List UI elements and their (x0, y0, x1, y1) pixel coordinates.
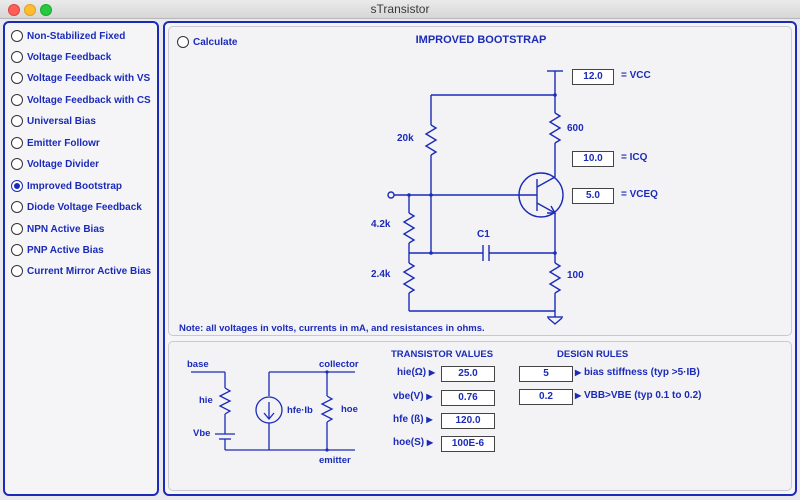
vbb-vbe-label: ▶ VBB>VBE (typ 0.1 to 0.2) (575, 390, 702, 401)
option-voltage-feedback-cs[interactable]: Voltage Feedback with CS (11, 92, 151, 108)
label-hoe: hoe (341, 404, 358, 415)
transistor-model-box: base collector emitter hie Vbe hfe·Ib ho… (168, 341, 792, 491)
option-label: Current Mirror Active Bias (27, 265, 152, 277)
resistor-4-2k (402, 212, 416, 244)
transistor-values-header: TRANSISTOR VALUES (391, 349, 494, 360)
label-base: base (187, 359, 209, 370)
title-bar: sTransistor (0, 0, 800, 19)
vbe-label: vbe(V) ▶ (393, 391, 433, 402)
design-rules-header: DESIGN RULES (557, 349, 629, 360)
vceq-label: = VCEQ (621, 189, 658, 200)
calculate-label: Calculate (193, 36, 238, 48)
icq-input[interactable]: 10.0 (572, 151, 614, 167)
label-c1: C1 (477, 229, 490, 240)
radio-button[interactable] (177, 36, 189, 48)
units-note: Note: all voltages in volts, currents in… (179, 323, 485, 334)
radio-button[interactable] (11, 51, 23, 63)
option-diode-voltage-feedback[interactable]: Diode Voltage Feedback (11, 199, 142, 215)
option-non-stabilized-fixed[interactable]: Non-Stabilized Fixed (11, 28, 125, 44)
hoe-input[interactable]: 100E-6 (441, 436, 495, 452)
label-hfe-ib: hfe·Ib (287, 405, 313, 416)
option-label: Universal Bias (27, 115, 96, 127)
radio-button[interactable] (11, 30, 23, 42)
icq-label: = ICQ (621, 152, 648, 163)
radio-button[interactable] (11, 158, 23, 170)
label-100: 100 (567, 270, 584, 281)
option-voltage-feedback-vs[interactable]: Voltage Feedback with VS (11, 70, 150, 86)
circuit-title: IMPROVED BOOTSTRAP (415, 34, 547, 46)
vbe-input[interactable]: 0.76 (441, 390, 495, 406)
circuit-diagram-box: Calculate IMPROVED BOOTSTRAP (168, 26, 792, 336)
vbb-vbe-input[interactable]: 0.2 (519, 389, 573, 405)
option-emitter-follower[interactable]: Emitter Followr (11, 135, 100, 151)
hfe-input[interactable]: 120.0 (441, 413, 495, 429)
window-title: sTransistor (370, 2, 430, 16)
option-label: Non-Stabilized Fixed (27, 30, 126, 42)
label-20k: 20k (397, 133, 414, 144)
option-label: Voltage Feedback with CS (27, 94, 151, 106)
radio-button[interactable] (11, 265, 23, 277)
hie-resistor (218, 387, 232, 415)
label-2-4k: 2.4k (371, 269, 391, 280)
option-improved-bootstrap[interactable]: Improved Bootstrap (11, 178, 122, 194)
radio-button[interactable] (11, 137, 23, 149)
label-vbe: Vbe (193, 428, 210, 439)
resistor-2-4k (402, 262, 416, 294)
label-collector: collector (319, 359, 359, 370)
option-label: Voltage Divider (27, 158, 100, 170)
bias-stiffness-input[interactable]: 5 (519, 366, 573, 382)
option-label: NPN Active Bias (27, 223, 105, 235)
option-label: Improved Bootstrap (27, 180, 123, 192)
radio-button[interactable] (11, 223, 23, 235)
option-label: Voltage Feedback with VS (27, 72, 151, 84)
input-terminal (387, 191, 395, 199)
vceq-input[interactable]: 5.0 (572, 188, 614, 204)
hoe-resistor (320, 395, 334, 423)
hoe-label: hoe(S) ▶ (393, 437, 434, 448)
radio-button[interactable] (11, 94, 23, 106)
option-label: Voltage Feedback (27, 51, 112, 63)
hie-input[interactable]: 25.0 (441, 366, 495, 382)
radio-button[interactable] (11, 244, 23, 256)
option-voltage-divider[interactable]: Voltage Divider (11, 156, 99, 172)
circuit-type-list: Non-Stabilized Fixed Voltage Feedback Vo… (3, 21, 159, 496)
label-4-2k: 4.2k (371, 219, 391, 230)
resistor-100 (548, 262, 562, 294)
option-current-mirror-active-bias[interactable]: Current Mirror Active Bias (11, 263, 151, 279)
circuit-schematic: 20k 600 4.2k 2.4k C1 100 (371, 70, 584, 325)
option-label: PNP Active Bias (27, 244, 104, 256)
radio-button[interactable] (11, 201, 23, 213)
radio-button-selected[interactable] (11, 180, 23, 192)
hybrid-model-schematic: base collector emitter hie Vbe hfe·Ib ho… (187, 359, 359, 466)
label-hie: hie (199, 395, 213, 406)
vcc-input[interactable]: 12.0 (572, 69, 614, 85)
radio-button[interactable] (11, 72, 23, 84)
close-window-button[interactable] (8, 4, 20, 16)
option-universal-bias[interactable]: Universal Bias (11, 113, 96, 129)
resistor-600 (548, 112, 562, 144)
option-pnp-active-bias[interactable]: PNP Active Bias (11, 242, 104, 258)
resistor-20k (424, 124, 438, 156)
hie-label: hie(Ω) ▶ (397, 367, 436, 378)
option-voltage-feedback[interactable]: Voltage Feedback (11, 49, 111, 65)
option-label: Diode Voltage Feedback (27, 201, 142, 213)
option-label: Emitter Followr (27, 137, 100, 149)
main-panel: Calculate IMPROVED BOOTSTRAP (163, 21, 797, 496)
calculate-radio[interactable]: Calculate (177, 36, 237, 48)
hfe-label: hfe (ß) ▶ (393, 414, 433, 425)
vcc-label: = VCC (621, 70, 651, 81)
option-npn-active-bias[interactable]: NPN Active Bias (11, 221, 104, 237)
radio-button[interactable] (11, 115, 23, 127)
bias-stiffness-label: ▶ bias stiffness (typ >5·IB) (575, 367, 700, 378)
minimize-window-button[interactable] (24, 4, 36, 16)
zoom-window-button[interactable] (40, 4, 52, 16)
label-600: 600 (567, 123, 584, 134)
label-emitter: emitter (319, 455, 351, 466)
